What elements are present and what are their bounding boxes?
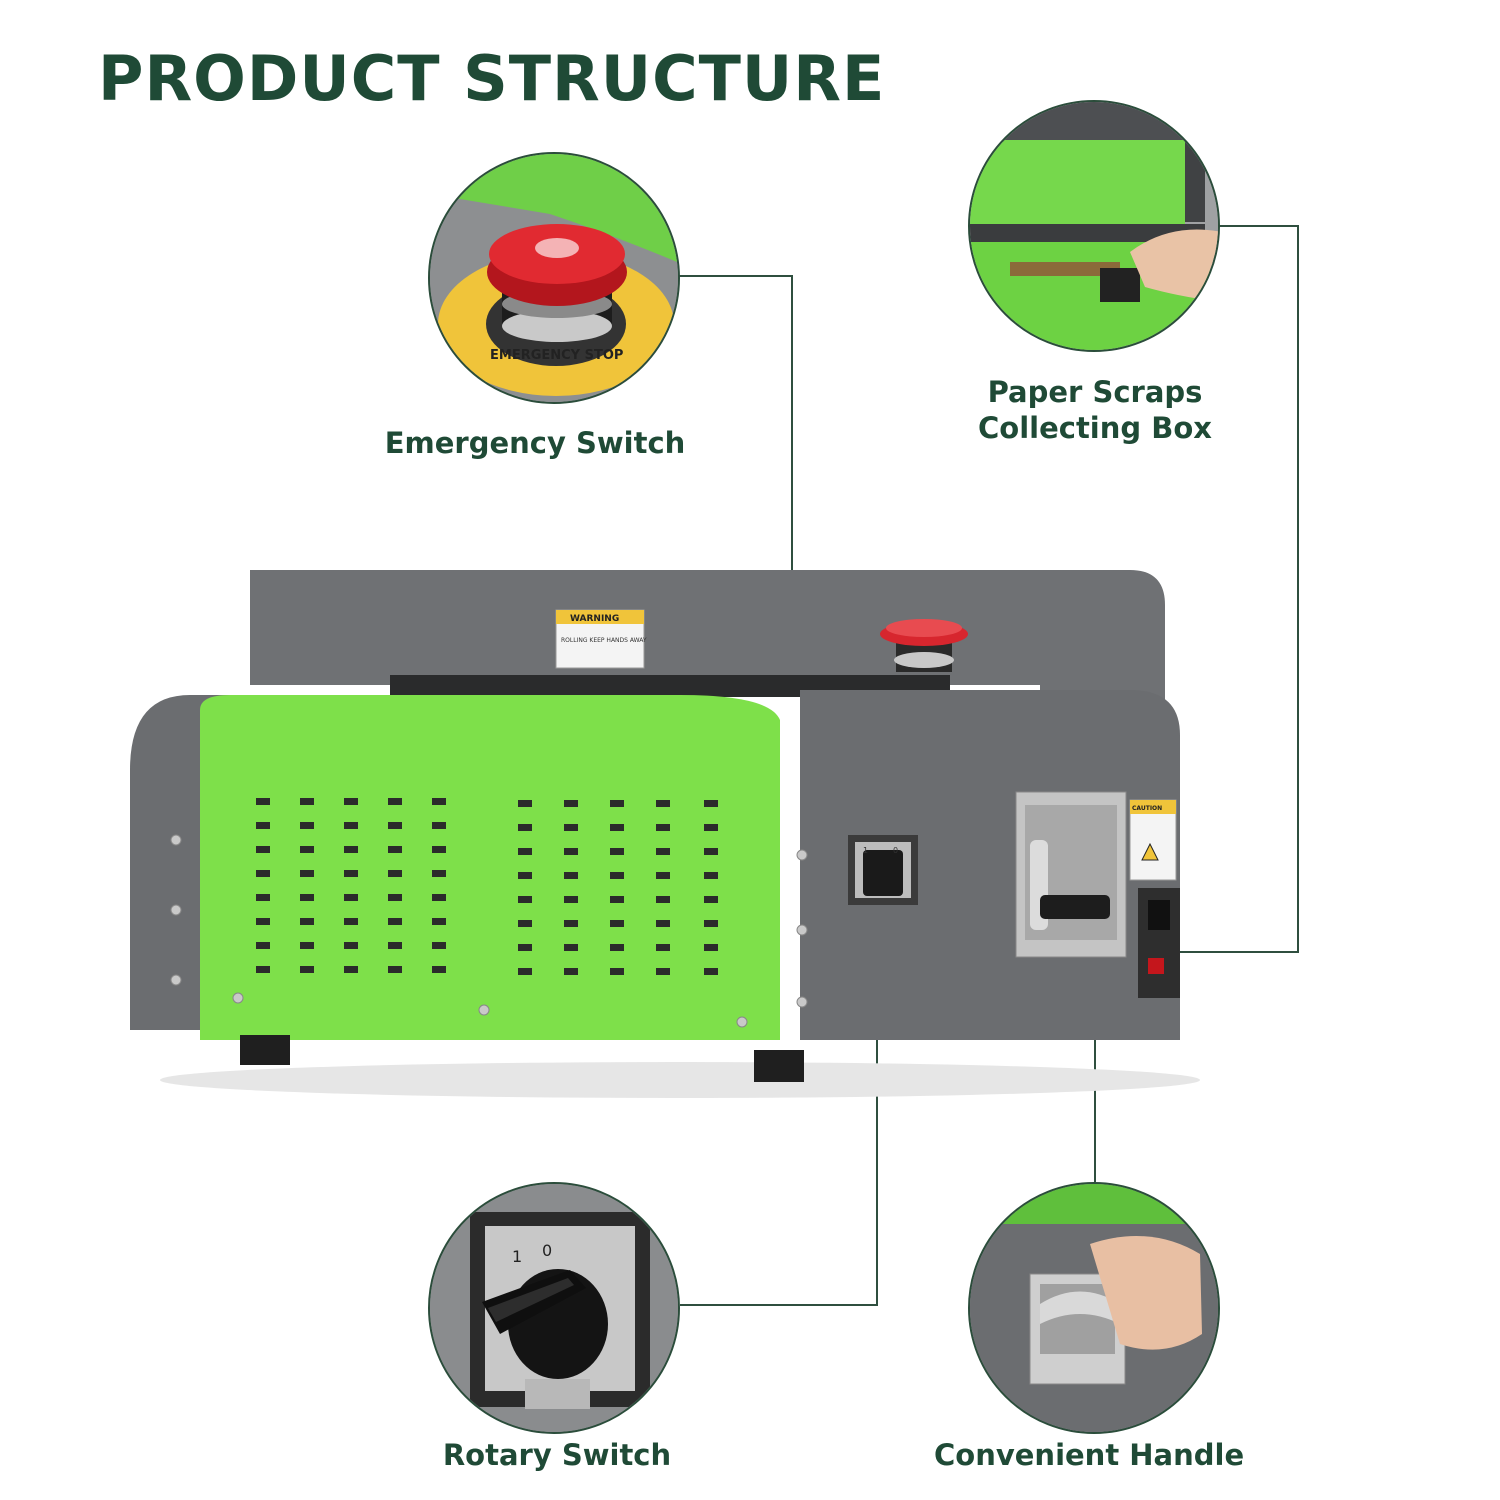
rotary-zoom-label-right: 0	[542, 1241, 552, 1260]
paper-scraps-zoom	[968, 100, 1220, 352]
estop-ring-text: EMERGENCY STOP	[490, 348, 623, 363]
vent-slots	[256, 798, 718, 975]
rotary-switch-zoom: 1 0	[428, 1182, 680, 1434]
leader-paper-scraps	[1180, 225, 1299, 953]
shredder-machine: WARNING ROLLING KEEP HANDS AWAY	[120, 560, 1200, 1100]
paper-scraps-label-line2: Collecting Box	[978, 411, 1212, 445]
warning-label-header: WARNING	[570, 614, 619, 624]
rotary-label-left: 1	[863, 846, 868, 855]
rotary-switch-label: Rotary Switch	[442, 1438, 672, 1472]
caution-label-header: CAUTION	[1132, 805, 1162, 812]
emergency-switch-zoom: EMERGENCY STOP	[428, 152, 680, 404]
convenient-handle-label: Convenient Handle	[934, 1438, 1245, 1472]
convenient-handle-zoom	[968, 1182, 1220, 1434]
paper-scraps-label-line1: Paper Scraps	[987, 375, 1203, 409]
emergency-switch-label: Emergency Switch	[384, 426, 686, 460]
paper-scraps-label: Paper Scraps Collecting Box	[940, 374, 1250, 446]
warning-label-text: ROLLING KEEP HANDS AWAY	[561, 637, 647, 644]
rotary-label-right: 0	[893, 846, 898, 855]
rotary-zoom-label-left: 1	[512, 1247, 522, 1266]
page-title: PRODUCT STRUCTURE	[98, 42, 886, 115]
